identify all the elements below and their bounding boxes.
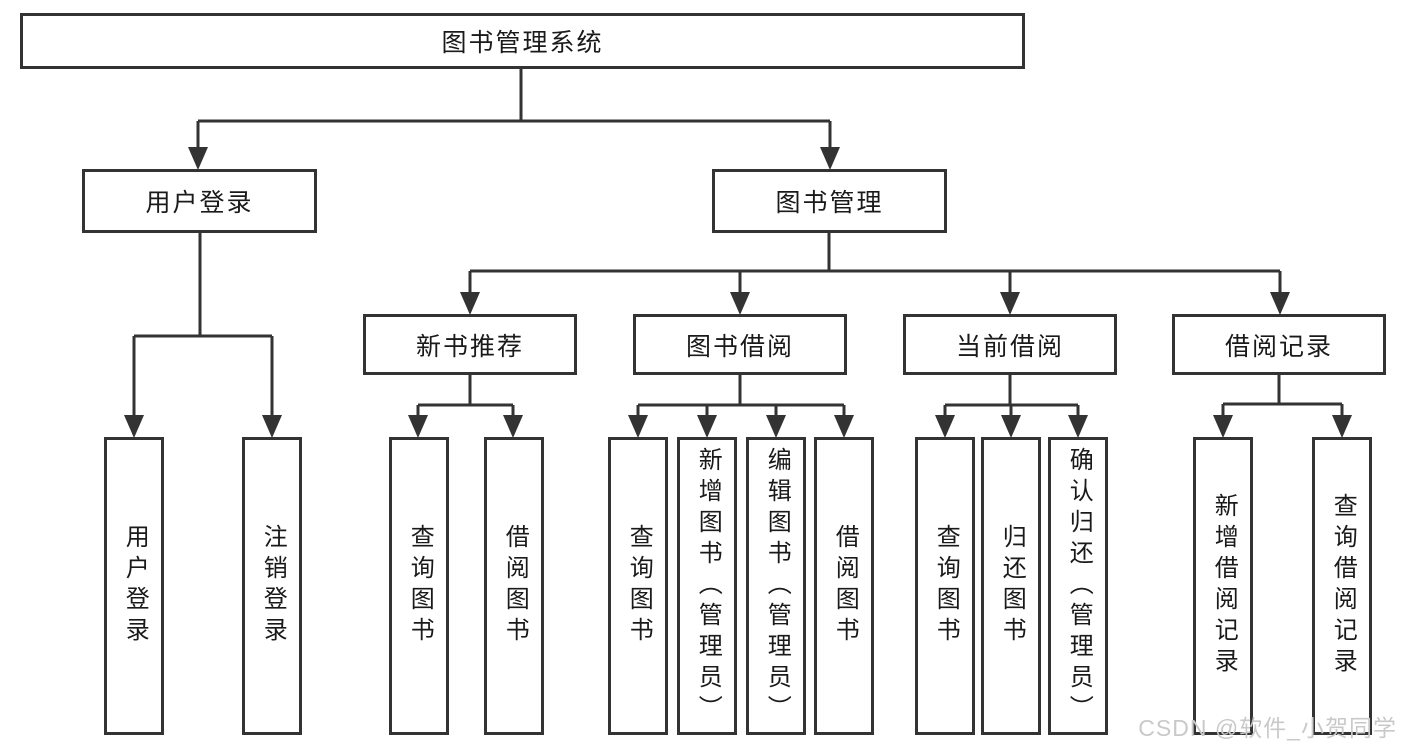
node-leaf-add-borrow-record: 新增借阅记录 <box>1193 437 1253 735</box>
node-label: 查询图书 <box>625 524 653 648</box>
node-label: 用户登录 <box>145 189 254 217</box>
node-label: 借阅图书 <box>501 524 529 648</box>
node-label: 用户登录 <box>121 524 149 648</box>
node-label: 查询图书 <box>932 524 960 648</box>
node-label: 图书管理 <box>775 189 884 217</box>
node-label: 图书管理系统 <box>441 29 604 57</box>
node-current-borrowing: 当前借阅 <box>903 314 1117 375</box>
node-label: 新增图书（管理员） <box>694 446 722 726</box>
node-label: 新增借阅记录 <box>1210 493 1238 679</box>
node-label: 编辑图书（管理员） <box>763 446 791 726</box>
node-label: 查询借阅记录 <box>1329 493 1357 679</box>
node-leaf-query-books-2: 查询图书 <box>608 437 668 735</box>
node-leaf-add-books-admin: 新增图书（管理员） <box>677 437 737 735</box>
node-new-book-recommendation: 新书推荐 <box>363 314 577 375</box>
node-leaf-query-books-3: 查询图书 <box>915 437 975 735</box>
node-label: 归还图书 <box>998 524 1026 648</box>
node-label: 当前借阅 <box>955 332 1064 361</box>
node-book-management: 图书管理 <box>712 169 947 233</box>
node-leaf-edit-books-admin: 编辑图书（管理员） <box>746 437 806 735</box>
node-label: 确认归还（管理员） <box>1065 446 1093 726</box>
node-book-borrowing: 图书借阅 <box>633 314 847 375</box>
node-label: 借阅记录 <box>1224 332 1333 361</box>
node-label: 查询图书 <box>406 524 434 648</box>
csdn-watermark: CSDN @软件_小贺同学 <box>1138 715 1397 741</box>
node-leaf-user-login: 用户登录 <box>104 437 164 735</box>
node-leaf-confirm-return-admin: 确认归还（管理员） <box>1048 437 1108 735</box>
node-leaf-query-books-1: 查询图书 <box>389 437 449 735</box>
node-label: 借阅图书 <box>831 524 859 648</box>
node-leaf-return-books: 归还图书 <box>981 437 1041 735</box>
node-leaf-borrow-books-2: 借阅图书 <box>814 437 874 735</box>
node-leaf-logout: 注销登录 <box>242 437 302 735</box>
node-label: 新书推荐 <box>415 332 524 361</box>
node-label: 图书借阅 <box>685 332 794 361</box>
node-borrowing-records: 借阅记录 <box>1172 314 1386 375</box>
node-library-management-system: 图书管理系统 <box>20 13 1025 69</box>
node-leaf-borrow-books-1: 借阅图书 <box>484 437 544 735</box>
node-user-login: 用户登录 <box>82 169 317 233</box>
node-leaf-query-borrow-record: 查询借阅记录 <box>1312 437 1372 735</box>
node-label: 注销登录 <box>259 524 287 648</box>
